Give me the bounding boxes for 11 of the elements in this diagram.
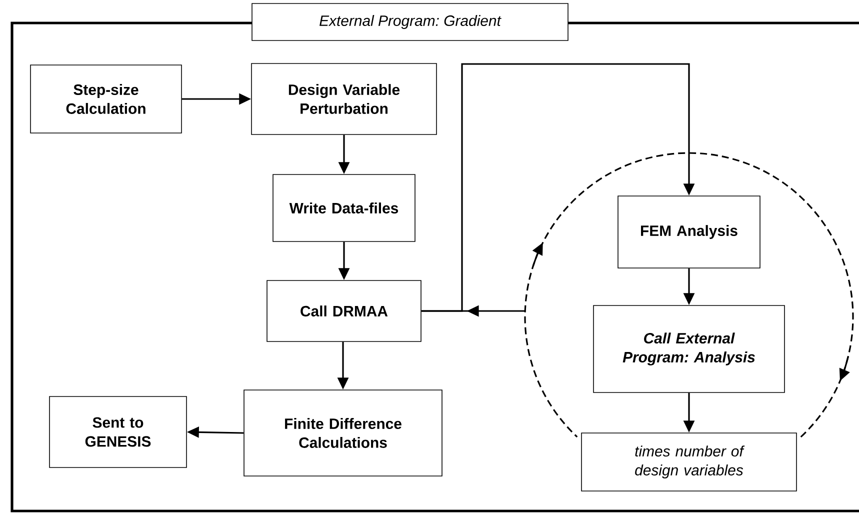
- process-box: Write Data-files: [272, 174, 416, 242]
- frame-title: External Program: Gradient: [252, 3, 568, 41]
- note-box: times number of design variables: [581, 432, 797, 492]
- process-box: Call DRMAA: [266, 280, 422, 342]
- process-box: Design Variable Perturbation: [251, 63, 437, 135]
- process-box: Call External Program: Analysis: [593, 305, 785, 393]
- loop-circle: [524, 152, 854, 438]
- process-box: Step-size Calculation: [30, 64, 182, 134]
- process-box: Sent to GENESIS: [49, 396, 187, 468]
- process-box: Finite Difference Calculations: [244, 390, 442, 476]
- process-box: FEM Analysis: [618, 196, 760, 268]
